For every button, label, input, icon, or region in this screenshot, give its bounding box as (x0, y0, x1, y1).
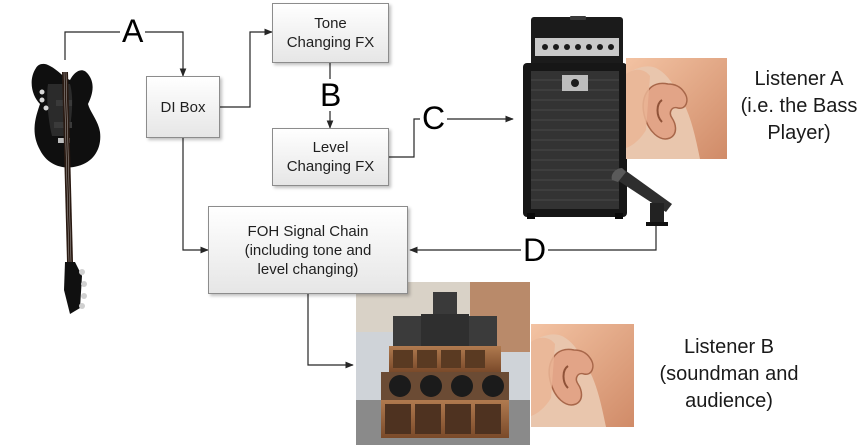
sound-system-speaker-stack-icon (356, 282, 530, 445)
foh-signal-chain-label: FOH Signal Chain (including tone and lev… (244, 222, 372, 278)
ear-listening-icon (531, 324, 634, 427)
tone-changing-fx-box: Tone Changing FX (272, 3, 389, 63)
label-c: C (420, 100, 448, 136)
foh-signal-chain-box: FOH Signal Chain (including tone and lev… (208, 206, 408, 294)
microphone-icon (611, 168, 672, 226)
bass-guitar-icon (31, 63, 101, 314)
label-d: D (521, 232, 549, 268)
level-changing-fx-box: Level Changing FX (272, 128, 389, 186)
label-b: B (318, 77, 344, 113)
listener-b-caption: Listener B (soundman and audience) (659, 336, 799, 412)
arrow-d (409, 225, 657, 254)
di-box-label: DI Box (160, 98, 206, 116)
arrow-di-to-foh (182, 138, 209, 254)
arrow-c (389, 115, 514, 158)
connector-lines (64, 28, 657, 369)
level-changing-fx-label: Level Changing FX (286, 139, 375, 175)
label-a: A (120, 13, 146, 49)
ear-listening-icon (626, 58, 727, 159)
listener-a-caption: Listener A (i.e. the Bass Player) (740, 68, 858, 144)
arrow-di-to-tone (220, 28, 273, 108)
di-box: DI Box (146, 76, 220, 138)
bass-amp-stack-icon (523, 16, 627, 219)
arrow-foh-to-speakers (307, 294, 354, 369)
tone-changing-fx-label: Tone Changing FX (286, 15, 375, 51)
